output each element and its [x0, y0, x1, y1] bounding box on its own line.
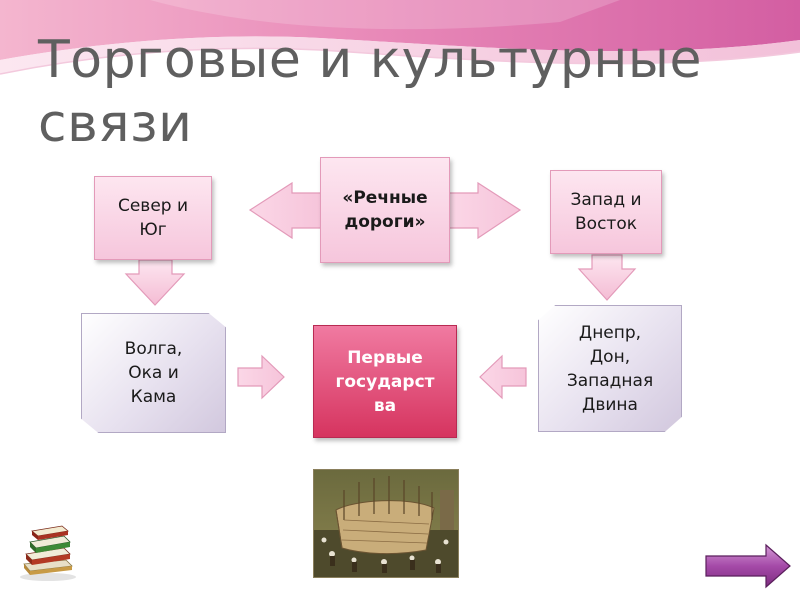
left-arrow	[248, 181, 323, 240]
arrow-dnepr-to-states	[479, 354, 527, 400]
right-arrow	[447, 181, 522, 240]
north-south-box: Север и Юг	[94, 176, 212, 260]
first-states-label: Первые государст ва	[335, 347, 435, 416]
west-east-label: Запад и Восток	[570, 190, 642, 234]
first-states-box: Первые государст ва	[313, 325, 457, 438]
top-banner-decoration	[0, 0, 800, 75]
slide-title: Торговые и культурные связи	[38, 30, 702, 154]
volga-oka-kama-box: Волга, Ока и Кама	[81, 313, 226, 433]
down-arrow-left	[124, 259, 186, 306]
dnepr-don-label: Днепр, Дон, Западная Двина	[566, 322, 654, 415]
next-arrow-icon[interactable]	[704, 543, 794, 589]
north-south-label: Север и Юг	[117, 196, 189, 240]
dnepr-don-box: Днепр, Дон, Западная Двина	[538, 305, 682, 432]
arrow-volga-to-states	[237, 354, 285, 400]
river-roads-box: «Речные дороги»	[320, 157, 450, 263]
volga-oka-kama-label: Волга, Ока и Кама	[124, 339, 183, 407]
boat-building-painting	[313, 469, 459, 578]
down-arrow-right	[577, 254, 637, 301]
west-east-box: Запад и Восток	[550, 170, 662, 254]
river-roads-label: «Речные дороги»	[342, 188, 428, 232]
books-icon	[20, 525, 76, 581]
